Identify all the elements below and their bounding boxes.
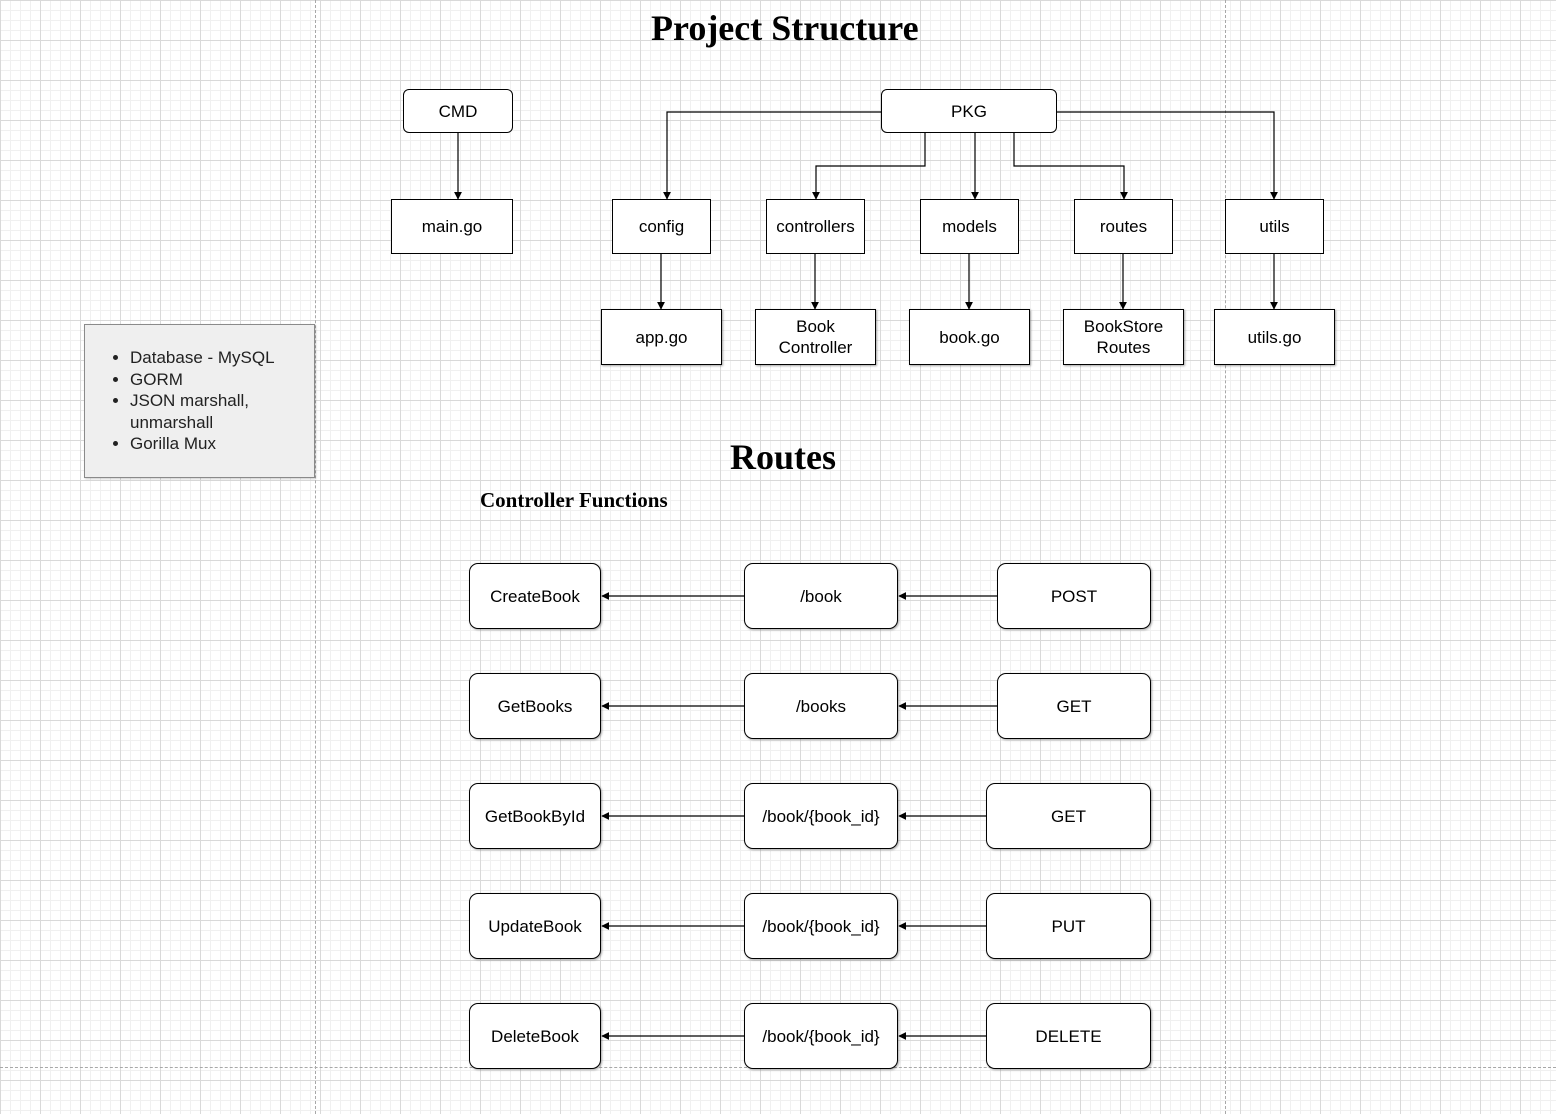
page-guide-left bbox=[315, 0, 316, 1114]
path-node-book: /book bbox=[744, 563, 898, 629]
utils-folder-node: utils bbox=[1225, 199, 1324, 254]
edge-pkg-utils bbox=[1057, 111, 1278, 200]
book-controller-node: Book Controller bbox=[755, 309, 876, 365]
tech-notes: Database - MySQL GORM JSON marshall, unm… bbox=[84, 324, 315, 478]
book-go-node: book.go bbox=[909, 309, 1030, 365]
method-node-post: POST bbox=[997, 563, 1151, 629]
method-node-get: GET bbox=[997, 673, 1151, 739]
path-node-book-id: /book/{book_id} bbox=[744, 783, 898, 849]
main-go-node: main.go bbox=[391, 199, 513, 254]
models-folder-node: models bbox=[920, 199, 1019, 254]
path-node-book-id-delete: /book/{book_id} bbox=[744, 1003, 898, 1069]
pkg-node: PKG bbox=[881, 89, 1057, 133]
tech-note-item: Database - MySQL bbox=[130, 347, 314, 369]
routes-folder-node: routes bbox=[1074, 199, 1173, 254]
edge-pkg-routes bbox=[1013, 133, 1128, 200]
controller-functions-title: Controller Functions bbox=[480, 488, 668, 512]
diagram-title: Project Structure bbox=[651, 8, 919, 48]
page-guide-right bbox=[1225, 0, 1226, 1114]
function-node-create-book: CreateBook bbox=[469, 563, 601, 629]
edge-pkg-config bbox=[663, 111, 881, 200]
tech-notes-list: Database - MySQL GORM JSON marshall, unm… bbox=[85, 325, 314, 455]
function-node-delete-book: DeleteBook bbox=[469, 1003, 601, 1069]
tech-note-item: Gorilla Mux bbox=[130, 433, 314, 455]
edge-pkg-controllers bbox=[812, 133, 926, 200]
path-node-books: /books bbox=[744, 673, 898, 739]
bookstore-routes-node: BookStore Routes bbox=[1063, 309, 1184, 365]
utils-go-node: utils.go bbox=[1214, 309, 1335, 365]
cmd-node: CMD bbox=[403, 89, 513, 133]
method-node-delete: DELETE bbox=[986, 1003, 1151, 1069]
tech-note-item: GORM bbox=[130, 369, 314, 391]
method-node-get-by-id: GET bbox=[986, 783, 1151, 849]
function-node-update-book: UpdateBook bbox=[469, 893, 601, 959]
function-node-get-books: GetBooks bbox=[469, 673, 601, 739]
function-node-get-book-by-id: GetBookById bbox=[469, 783, 601, 849]
tech-note-item: JSON marshall, unmarshall bbox=[130, 390, 314, 433]
path-node-book-id-update: /book/{book_id} bbox=[744, 893, 898, 959]
config-folder-node: config bbox=[612, 199, 711, 254]
app-go-node: app.go bbox=[601, 309, 722, 365]
controllers-folder-node: controllers bbox=[766, 199, 865, 254]
method-node-put: PUT bbox=[986, 893, 1151, 959]
routes-title: Routes bbox=[730, 437, 836, 477]
